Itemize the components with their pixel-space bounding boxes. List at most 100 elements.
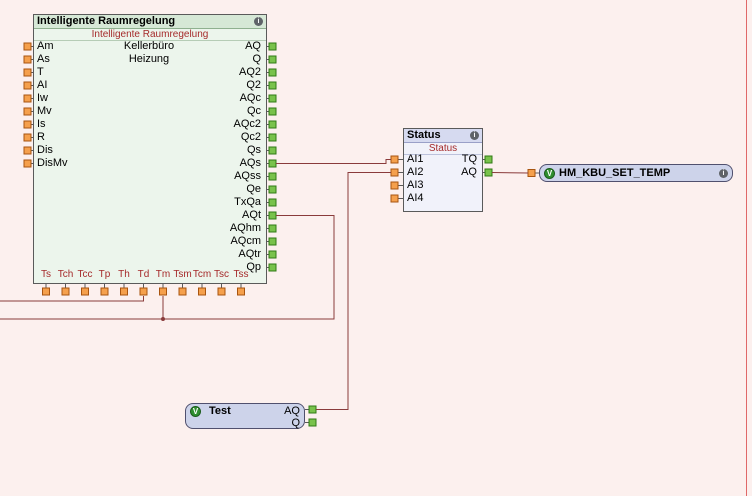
rc-bottom-pin-Tsc[interactable]: [217, 287, 226, 296]
status-input-pin-AI4[interactable]: [390, 194, 399, 203]
rc-bottom-label-Tcm: Tcm: [192, 269, 212, 280]
rc-input-pin-R[interactable]: [23, 133, 32, 142]
rc-input-label-As: As: [37, 53, 50, 65]
rc-input-pin-Iw[interactable]: [23, 94, 32, 103]
status-output-label-TQ: TQ: [461, 153, 477, 165]
rc-input-pin-T[interactable]: [23, 68, 32, 77]
rc-output-label-AQss: AQss: [234, 170, 261, 182]
rc-input-pin-Is[interactable]: [23, 120, 32, 129]
status-input-pin-AI3[interactable]: [390, 181, 399, 190]
rc-output-pin-AQt[interactable]: [268, 211, 277, 220]
wire-page-left-to-td[interactable]: [0, 296, 144, 302]
rc-output-label-AQ2: AQ2: [238, 66, 261, 78]
status-output-pin-AQ[interactable]: [484, 168, 493, 177]
block-description-line: Kellerbüro: [123, 40, 175, 52]
rc-output-pin-Q[interactable]: [268, 55, 277, 64]
status-input-label-AI4: AI4: [407, 192, 424, 204]
wire-aqs-to-ai1[interactable]: [276, 159, 391, 164]
test-output-pin-Q[interactable]: [308, 418, 317, 427]
rc-output-pin-Qc[interactable]: [268, 107, 277, 116]
memory-block-test[interactable]: V Test AQ Q: [185, 403, 305, 429]
rc-bottom-label-Tsc: Tsc: [214, 269, 229, 280]
rc-bottom-pin-Th[interactable]: [120, 287, 128, 296]
memory-block-hm-kbu-set-temp[interactable]: V HM_KBU_SET_TEMP i: [539, 164, 733, 182]
rc-bottom-pin-Tsm[interactable]: [178, 287, 187, 296]
rc-input-pin-Mv[interactable]: [23, 107, 32, 116]
rc-output-label-Qe: Qe: [246, 183, 261, 195]
info-icon[interactable]: i: [470, 131, 479, 140]
rc-output-label-AQc2: AQc2: [233, 118, 261, 130]
rc-input-pin-DisMv[interactable]: [23, 159, 32, 168]
wire-aqt-to-page-left[interactable]: [0, 215, 335, 320]
variable-badge-icon: V: [190, 406, 201, 417]
status-output-pin-TQ[interactable]: [484, 155, 493, 164]
rc-output-label-AQtr: AQtr: [238, 248, 261, 260]
rc-bottom-label-Tch: Tch: [57, 269, 74, 280]
rc-bottom-pin-Tcm[interactable]: [198, 287, 206, 296]
rc-bottom-pin-Tch[interactable]: [61, 287, 70, 296]
rc-output-pin-AQc[interactable]: [268, 94, 277, 103]
wire-test-aq-to-ai2[interactable]: [316, 172, 391, 410]
status-input-pin-AI1[interactable]: [390, 155, 399, 164]
rc-output-pin-Q2[interactable]: [268, 81, 277, 90]
rc-output-pin-AQc2[interactable]: [268, 120, 277, 129]
memory-label: HM_KBU_SET_TEMP: [559, 167, 671, 179]
rc-output-pin-Qp[interactable]: [268, 263, 277, 272]
rc-bottom-pin-Tp[interactable]: [100, 287, 109, 296]
rc-bottom-pin-Ts[interactable]: [42, 287, 50, 296]
rc-input-label-R: R: [37, 131, 45, 143]
rc-output-label-Qc2: Qc2: [240, 131, 261, 143]
rc-output-label-TxQa: TxQa: [234, 196, 261, 208]
rc-input-label-AI: AI: [37, 79, 48, 91]
rc-bottom-pin-Tm[interactable]: [159, 287, 167, 296]
test-output-label-q: Q: [291, 417, 300, 429]
rc-output-pin-AQ[interactable]: [268, 42, 277, 51]
rc-output-label-AQc: AQc: [239, 92, 261, 104]
rc-output-pin-AQss[interactable]: [268, 172, 277, 181]
info-icon[interactable]: i: [719, 168, 728, 178]
test-output-label-aq: AQ: [284, 405, 300, 417]
rc-output-pin-TxQa[interactable]: [268, 198, 277, 207]
block-header: Status i: [404, 129, 482, 143]
block-description-line: Heizung: [128, 53, 170, 65]
rc-output-pin-Qs[interactable]: [268, 146, 277, 155]
rc-input-pin-As[interactable]: [23, 55, 32, 64]
rc-bottom-pin-Tss[interactable]: [237, 287, 245, 296]
rc-input-label-Is: Is: [37, 118, 46, 130]
rc-input-pin-Am[interactable]: [23, 42, 32, 51]
rc-output-label-AQt: AQt: [242, 209, 261, 221]
test-output-pin-AQ[interactable]: [308, 405, 317, 414]
status-input-pin-AI2[interactable]: [390, 168, 399, 177]
status-input-label-AI3: AI3: [407, 179, 424, 191]
rc-bottom-pin-Tcc[interactable]: [81, 287, 89, 296]
block-subtitle: Status: [404, 143, 482, 155]
rc-bottom-pin-Td[interactable]: [139, 287, 148, 296]
rc-output-label-Qc: Qc: [246, 105, 261, 117]
function-block-intelligente-raumregelung[interactable]: Intelligente Raumregelung i Intelligente…: [33, 14, 267, 284]
info-icon[interactable]: i: [254, 17, 263, 26]
rc-output-pin-Qe[interactable]: [268, 185, 277, 194]
rc-output-label-Qp: Qp: [246, 261, 261, 273]
hm-input-pin[interactable]: [527, 169, 536, 177]
wire-status-aq-to-hm[interactable]: [491, 172, 529, 174]
rc-bottom-label-Th: Th: [118, 269, 130, 280]
block-title: Status: [407, 129, 441, 141]
rc-output-pin-AQcm[interactable]: [268, 237, 277, 246]
variable-badge-icon: V: [544, 167, 555, 179]
rc-bottom-label-Tss: Tss: [233, 269, 249, 280]
rc-input-pin-Dis[interactable]: [23, 146, 32, 155]
function-block-status[interactable]: Status i Status: [403, 128, 483, 212]
wire-junction: [161, 317, 165, 321]
rc-output-pin-Qc2[interactable]: [268, 133, 277, 142]
rc-input-pin-AI[interactable]: [23, 81, 32, 90]
page-border: [746, 0, 747, 496]
rc-output-label-Qs: Qs: [246, 144, 261, 156]
rc-output-pin-AQhm[interactable]: [268, 224, 277, 233]
rc-output-label-AQcm: AQcm: [230, 235, 261, 247]
rc-output-pin-AQtr[interactable]: [268, 250, 277, 259]
rc-output-label-AQ: AQ: [245, 40, 261, 52]
rc-output-pin-AQ2[interactable]: [268, 68, 277, 77]
rc-output-pin-AQs[interactable]: [268, 159, 277, 168]
